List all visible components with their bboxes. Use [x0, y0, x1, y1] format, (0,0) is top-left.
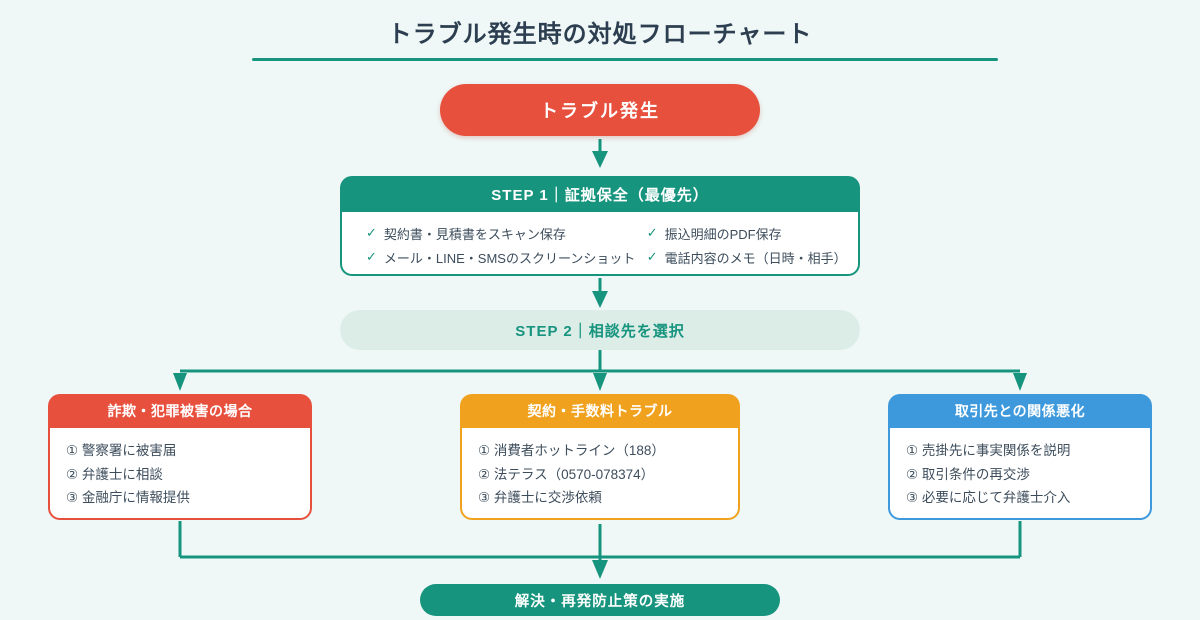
check-icon: ✓ — [366, 225, 377, 240]
checklist-item-label: 電話内容のメモ（日時・相手） — [664, 250, 847, 266]
step2-node: STEP 2｜相談先を選択 — [340, 310, 860, 350]
checklist-item-label: 契約書・見積書をスキャン保存 — [383, 226, 566, 242]
branch-step-item: ② 法テラス（0570-078374） — [478, 466, 655, 482]
branch-contract-title: 契約・手数料トラブル — [527, 403, 673, 419]
start-node: トラブル発生 — [440, 84, 760, 136]
end-node-label: 解決・再発防止策の実施 — [514, 593, 686, 610]
checklist-item: ✓ メール・LINE・SMSのスクリーンショット — [366, 245, 647, 269]
branch-step-item: ③ 金融庁に情報提供 — [66, 490, 190, 505]
check-icon: ✓ — [646, 225, 658, 240]
step1-checklist-column-right: ✓ 振込明細のPDF保存 ✓ 電話内容のメモ（日時・相手） — [647, 221, 850, 274]
step1-header: STEP 1｜証拠保全（最優先） — [340, 176, 860, 212]
branch-step-item: ① 消費者ホットライン（188） — [478, 443, 665, 458]
page-title: トラブル発生時の対処フローチャート — [387, 21, 813, 48]
branch-card-client-relations: 取引先との関係悪化 ① 売掛先に事実関係を説明 ② 取引条件の再交渉 ③ 必要に… — [888, 394, 1152, 520]
step1-header-label: STEP 1｜証拠保全（最優先） — [491, 186, 709, 204]
branch-step-item: ③ 必要に応じて弁護士介入 — [906, 490, 1071, 505]
step2-node-label: STEP 2｜相談先を選択 — [515, 322, 685, 340]
start-node-label: トラブル発生 — [540, 101, 660, 121]
branch-fraud-steps: ① 警察署に被害届 ② 弁護士に相談 ③ 金融庁に情報提供 — [48, 428, 312, 520]
branch-step-item: ② 取引条件の再交渉 — [906, 466, 1030, 482]
branch-step-item: ① 売掛先に事実関係を説明 — [906, 443, 1071, 458]
step1-card: STEP 1｜証拠保全（最優先） ✓ 契約書・見積書をスキャン保存 ✓ メール・… — [340, 176, 860, 276]
end-node: 解決・再発防止策の実施 — [420, 584, 780, 616]
branch-client-header: 取引先との関係悪化 — [888, 394, 1152, 428]
branch-fraud-title: 詐欺・犯罪被害の場合 — [107, 403, 253, 419]
checklist-item: ✓ 電話内容のメモ（日時・相手） — [647, 245, 850, 269]
branch-step-item: ② 弁護士に相談 — [66, 466, 163, 482]
check-icon: ✓ — [646, 249, 658, 264]
branch-contract-steps: ① 消費者ホットライン（188） ② 法テラス（0570-078374） ③ 弁… — [460, 428, 740, 520]
branch-step-item: ③ 弁護士に交渉依頼 — [478, 490, 602, 505]
branch-client-steps: ① 売掛先に事実関係を説明 ② 取引条件の再交渉 ③ 必要に応じて弁護士介入 — [888, 428, 1152, 520]
checklist-item-label: メール・LINE・SMSのスクリーンショット — [383, 250, 636, 266]
checklist-item: ✓ 契約書・見積書をスキャン保存 — [366, 221, 647, 245]
branch-card-fraud: 詐欺・犯罪被害の場合 ① 警察署に被害届 ② 弁護士に相談 ③ 金融庁に情報提供 — [48, 394, 312, 520]
branch-step-item: ① 警察署に被害届 — [66, 443, 177, 458]
branch-contract-header: 契約・手数料トラブル — [460, 394, 740, 428]
step1-checklist-column-left: ✓ 契約書・見積書をスキャン保存 ✓ メール・LINE・SMSのスクリーンショッ… — [366, 221, 647, 274]
branch-fraud-header: 詐欺・犯罪被害の場合 — [48, 394, 312, 428]
check-icon: ✓ — [366, 249, 377, 264]
checklist-item-label: 振込明細のPDF保存 — [664, 226, 782, 242]
branch-card-contract: 契約・手数料トラブル ① 消費者ホットライン（188） ② 法テラス（0570-… — [460, 394, 740, 520]
checklist-item: ✓ 振込明細のPDF保存 — [647, 221, 850, 245]
branch-client-title: 取引先との関係悪化 — [954, 403, 1086, 419]
title-underline — [252, 58, 998, 61]
step1-checklist: ✓ 契約書・見積書をスキャン保存 ✓ メール・LINE・SMSのスクリーンショッ… — [340, 212, 860, 276]
